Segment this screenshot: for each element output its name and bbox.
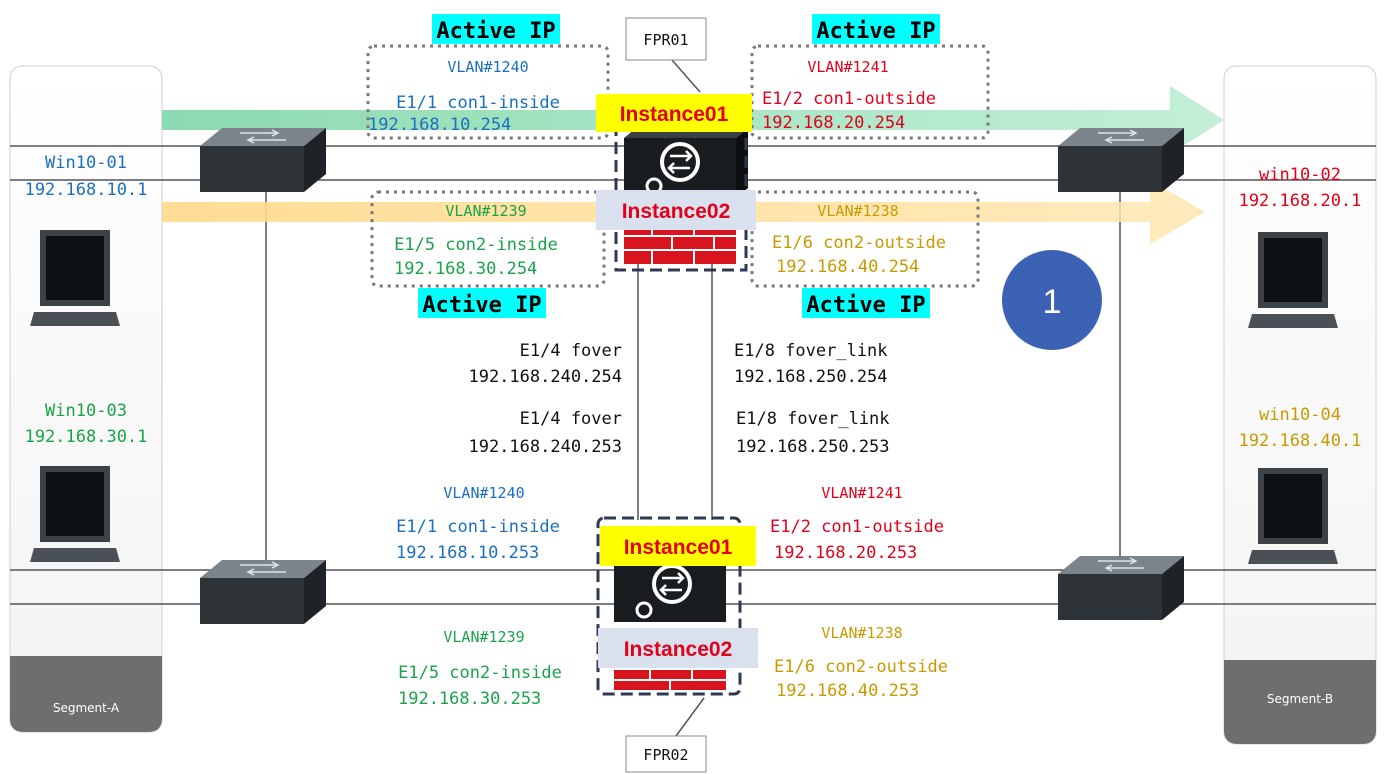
failover-ip-250-254: 192.168.250.254 <box>734 367 888 387</box>
svg-text:Active IP: Active IP <box>422 293 541 318</box>
host-win10-03-ip: 192.168.30.1 <box>25 427 148 447</box>
fpr01-vlan1241: VLAN#1241 <box>807 58 888 76</box>
svg-text:Instance02: Instance02 <box>624 638 733 661</box>
host-win10-03-name: Win10-03 <box>45 401 127 421</box>
switch-icon <box>200 560 326 624</box>
laptop-icon <box>30 466 120 562</box>
switch-icon <box>200 128 326 192</box>
fpr01-e1-2-ip: 192.168.20.254 <box>762 113 905 133</box>
fpr01-e1-2-interface: E1/2 con1-outside <box>762 89 936 109</box>
fpr01-callout: FPR01 <box>625 17 707 61</box>
fpr02-vlan1241: VLAN#1241 <box>821 484 902 502</box>
host-win10-01-ip: 192.168.10.1 <box>25 180 148 200</box>
fpr01-e1-6-ip: 192.168.40.254 <box>776 257 919 277</box>
fpr01-vlan1240: VLAN#1240 <box>447 58 528 76</box>
svg-text:Active IP: Active IP <box>806 293 925 318</box>
fpr02-e1-1-interface: E1/1 con1-inside <box>396 517 560 537</box>
fpr02-vlan1240: VLAN#1240 <box>443 484 524 502</box>
laptop-icon <box>1248 468 1338 564</box>
fpr02-instance01-label: Instance01 <box>600 526 756 566</box>
failover-ip-250-253: 192.168.250.253 <box>736 437 890 457</box>
active-ip-header: Active IP <box>802 288 930 318</box>
fpr01-e1-5-ip: 192.168.30.254 <box>394 259 537 279</box>
laptop-icon <box>1248 232 1338 328</box>
fpr02-e1-2-ip: 192.168.20.253 <box>774 543 917 563</box>
active-ip-header: Active IP <box>432 14 560 44</box>
svg-text:1: 1 <box>1043 283 1062 321</box>
active-ip-header: Active IP <box>812 14 940 44</box>
fpr02-e1-1-ip: 192.168.10.253 <box>396 543 539 563</box>
failover-ip-240-254: 192.168.240.254 <box>468 367 622 387</box>
switch-icon <box>1058 128 1184 192</box>
fpr01-e1-6-interface: E1/6 con2-outside <box>772 233 946 253</box>
router-icon <box>660 142 700 182</box>
fpr01-e1-1-ip: 192.168.10.254 <box>368 115 511 135</box>
svg-text:FPR01: FPR01 <box>643 31 688 49</box>
svg-text:Active IP: Active IP <box>436 19 555 44</box>
firewall-icon <box>614 670 726 690</box>
fpr02-e1-6-interface: E1/6 con2-outside <box>774 657 948 677</box>
svg-text:FPR02: FPR02 <box>643 746 688 764</box>
fpr02-e1-5-ip: 192.168.30.253 <box>398 689 541 709</box>
fpr02-instance02-label: Instance02 <box>598 628 758 668</box>
failover-e1-8-fpr01: E1/8 fover_link <box>734 341 888 361</box>
interface-group-boxes <box>366 44 990 288</box>
host-win10-02-ip: 192.168.20.1 <box>1239 191 1362 211</box>
fpr01-vlan1238: VLAN#1238 <box>817 202 898 220</box>
host-win10-02-name: win10-02 <box>1259 165 1341 185</box>
switch-icon <box>1058 556 1184 620</box>
failover-e1-8-fpr02: E1/8 fover_link <box>736 409 890 429</box>
host-win10-01-name: Win10-01 <box>45 153 127 173</box>
active-ip-header: Active IP <box>418 288 546 318</box>
fpr01-e1-1-interface: E1/1 con1-inside <box>396 93 560 113</box>
fpr02-vlan1238: VLAN#1238 <box>821 624 902 642</box>
failover-ip-240-253: 192.168.240.253 <box>468 437 622 457</box>
fpr01-vlan1239: VLAN#1239 <box>445 202 526 220</box>
fpr01-instance02-label: Instance02 <box>596 190 756 230</box>
step-marker: 1 <box>1002 250 1102 350</box>
host-win10-04-name: win10-04 <box>1259 405 1341 425</box>
failover-e1-4-fpr01: E1/4 fover <box>520 341 622 361</box>
failover-e1-4-fpr02: E1/4 fover <box>520 409 622 429</box>
fpr01-e1-5-interface: E1/5 con2-inside <box>394 235 558 255</box>
svg-text:Active IP: Active IP <box>816 19 935 44</box>
laptop-icon <box>30 230 120 326</box>
host-win10-04-ip: 192.168.40.1 <box>1239 431 1362 451</box>
fpr02-vlan1239: VLAN#1239 <box>443 628 524 646</box>
fpr02-e1-2-interface: E1/2 con1-outside <box>770 517 944 537</box>
svg-text:Instance01: Instance01 <box>620 103 729 126</box>
segment-b-label: Segment-B <box>1267 692 1333 706</box>
fpr02-callout: FPR02 <box>625 735 707 773</box>
segment-a-label: Segment-A <box>53 701 120 715</box>
fpr02-e1-6-ip: 192.168.40.253 <box>776 681 919 701</box>
fpr02-e1-5-interface: E1/5 con2-inside <box>398 663 562 683</box>
svg-text:Instance02: Instance02 <box>622 200 731 223</box>
fpr01-instance01-label: Instance01 <box>596 94 752 132</box>
svg-text:Instance01: Instance01 <box>624 536 733 559</box>
